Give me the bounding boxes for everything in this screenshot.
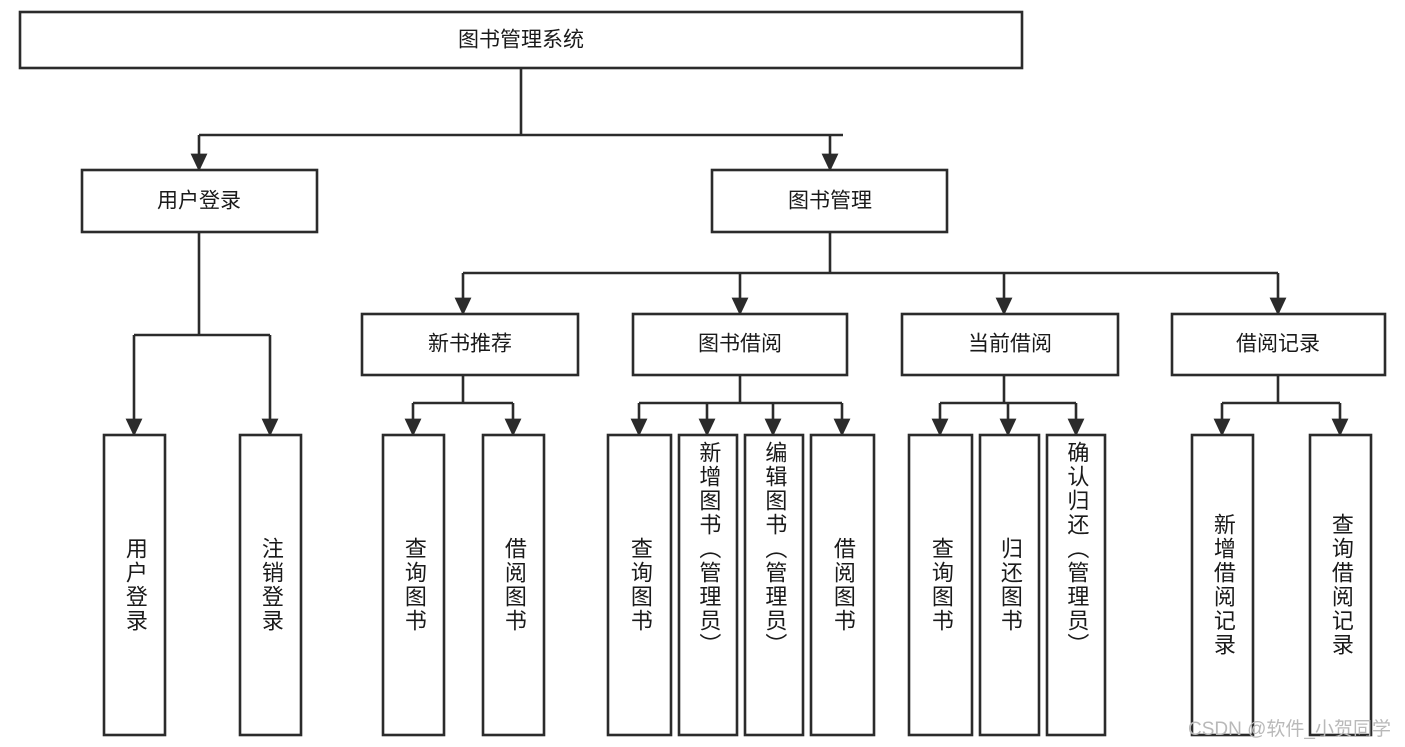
leaf-box-confirm-return-admin[interactable] [1045, 433, 1107, 737]
leaf-box-query-book-cb[interactable] [907, 433, 974, 737]
leaf-box-user-login[interactable] [102, 433, 167, 737]
node-user-login-label: 用户登录 [157, 190, 241, 213]
connector-bookmgmt-to-level3 [454, 232, 1287, 316]
node-new-book-recommend-label: 新书推荐 [428, 333, 512, 356]
leaf-box-query-book-bb[interactable] [606, 433, 673, 737]
leaf-box-logout[interactable] [238, 433, 303, 737]
leaf-box-query-borrow-record[interactable] [1308, 433, 1373, 737]
leaf-box-return-book[interactable] [978, 433, 1041, 737]
node-current-borrow-box[interactable] [900, 312, 1120, 377]
leaf-box-borrow-book-bb[interactable] [809, 433, 876, 737]
leaf-box-add-book-admin[interactable] [677, 433, 739, 737]
leaf-box-add-borrow-record[interactable] [1190, 433, 1255, 737]
node-book-borrow-box[interactable] [631, 312, 849, 377]
node-root-label: 图书管理系统 [458, 29, 584, 52]
node-new-book-recommend-box[interactable] [360, 312, 580, 377]
watermark-text: CSDN @软件_小贺同学 [1188, 719, 1391, 740]
node-book-management-label: 图书管理 [788, 190, 872, 213]
connector-borrowrecord-to-leaves [1213, 375, 1349, 437]
leaf-box-edit-book-admin[interactable] [743, 433, 805, 737]
leaf-box-borrow-book-nbr[interactable] [481, 433, 546, 737]
node-book-borrow-label: 图书借阅 [698, 333, 782, 356]
node-current-borrow-label: 当前借阅 [968, 333, 1052, 356]
connector-newbook-to-leaves [404, 375, 522, 437]
connector-userlogin-to-leaves [125, 232, 279, 437]
node-borrow-record-box[interactable] [1170, 312, 1387, 377]
node-borrow-record-label: 借阅记录 [1236, 333, 1320, 356]
connector-root-to-level2 [190, 68, 843, 172]
connector-currentborrow-to-leaves [931, 375, 1085, 437]
node-root-box[interactable] [18, 10, 1024, 70]
node-user-login-box[interactable] [80, 168, 319, 234]
connector-bookborrow-to-leaves [630, 375, 851, 437]
node-book-management-box[interactable] [710, 168, 949, 234]
leaf-box-query-book-nbr[interactable] [381, 433, 446, 737]
